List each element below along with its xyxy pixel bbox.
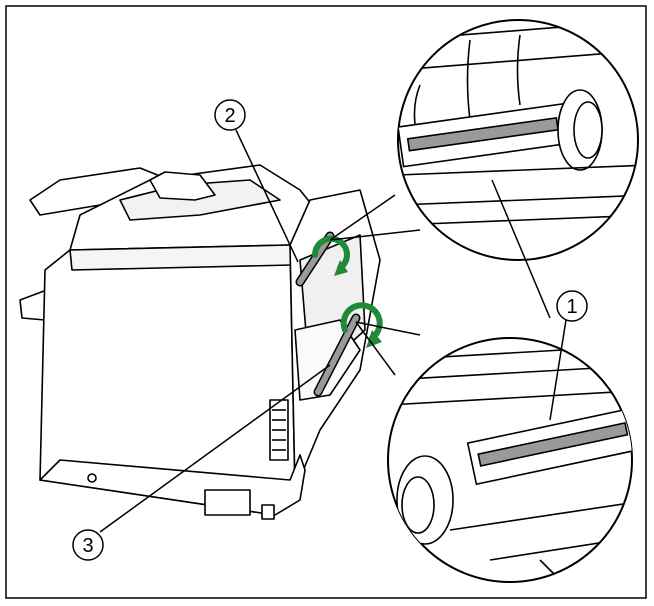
base-foot-2 <box>261 504 275 520</box>
callout-2-label: 2 <box>224 105 235 127</box>
figure-frame <box>5 5 647 599</box>
callout-1-label: 1 <box>566 296 577 318</box>
rotate-arrow-upper-icon <box>311 235 350 276</box>
side-grill <box>269 399 289 461</box>
inset-lower-roller-magnified <box>387 337 633 583</box>
front-top-edge <box>69 244 293 271</box>
lower-roller-in-scanner <box>313 313 361 397</box>
rotate-arrow-lower-icon <box>340 302 383 348</box>
callout-3: 3 <box>72 364 331 561</box>
scanner-illustration <box>19 164 381 520</box>
callout-1: 1 <box>491 179 588 421</box>
inset-leader-lines <box>329 194 421 376</box>
inset-upper-roller-magnified <box>397 19 639 261</box>
upper-roller-in-scanner <box>295 231 335 287</box>
callout-3-label: 3 <box>82 535 93 557</box>
base-foot <box>204 489 251 516</box>
callout-2: 2 <box>214 99 299 263</box>
base-screw <box>87 473 97 483</box>
lid-hinge <box>149 171 216 201</box>
